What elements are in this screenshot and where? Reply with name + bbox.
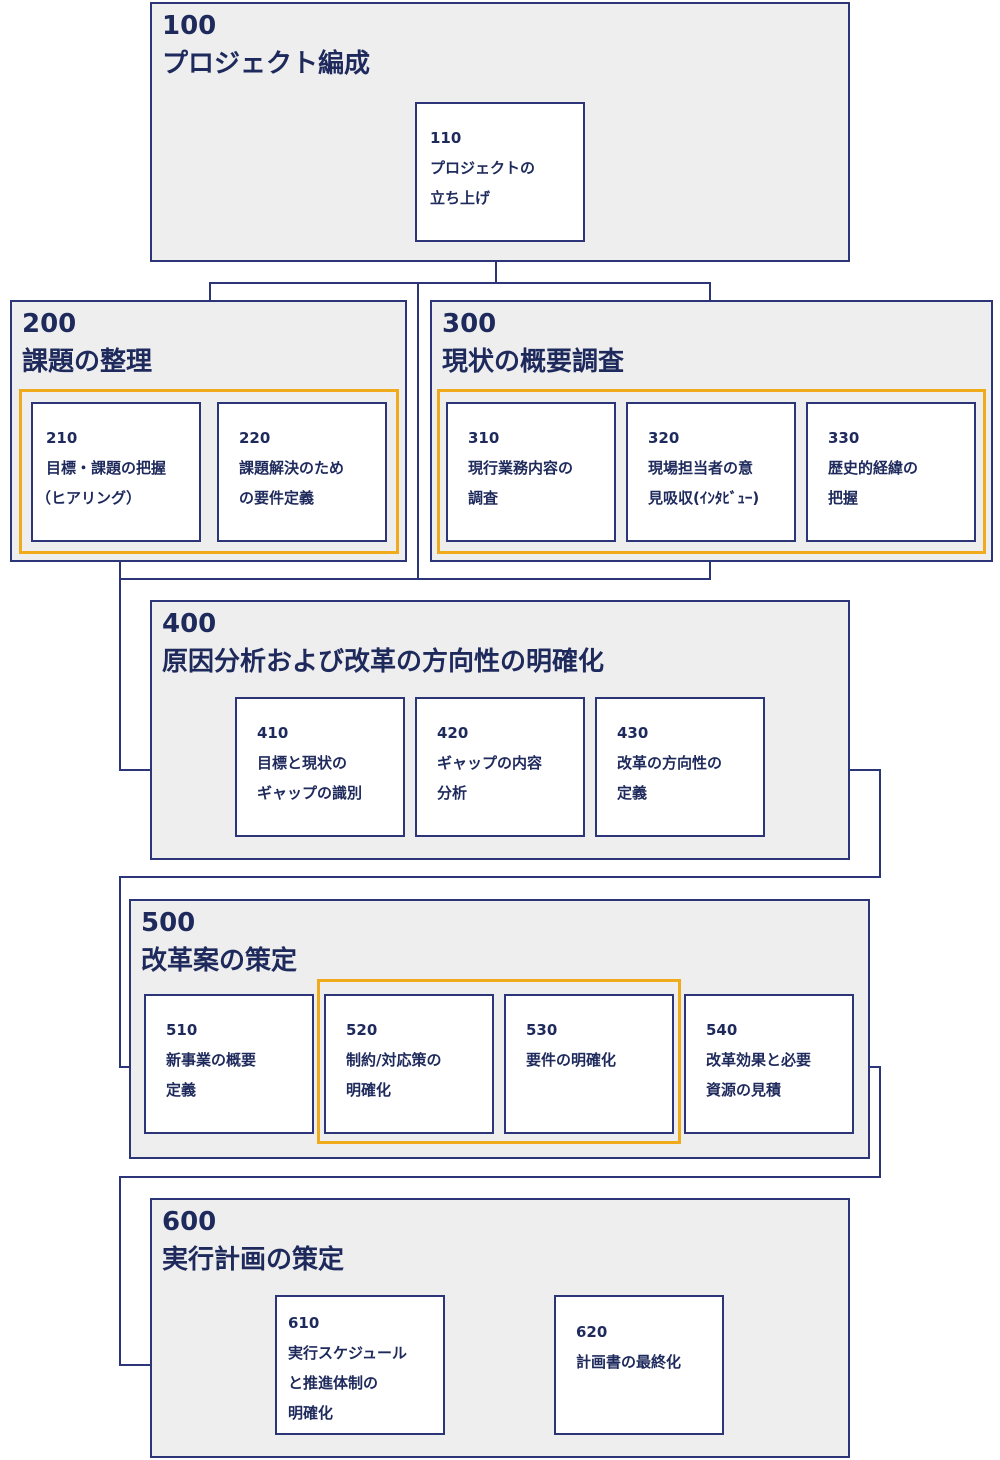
task-label-line: 新事業の概要 (166, 1051, 257, 1069)
task-220-box: 220 課題解決のため の要件定義 (217, 402, 387, 542)
phase-title: 課題の整理 (22, 347, 153, 377)
task-label-line: 明確化 (346, 1081, 392, 1099)
phase-title: 改革案の策定 (141, 946, 298, 976)
phase-number: 200 (22, 309, 77, 339)
task-label-line: 実行スケジュール (288, 1344, 407, 1362)
task-430-box: 430 改革の方向性の 定義 (595, 697, 765, 837)
task-number: 320 (648, 429, 680, 447)
task-label-line: の要件定義 (239, 489, 315, 507)
task-label-line: 課題解決のため (239, 459, 345, 477)
phase-number: 500 (141, 908, 196, 938)
task-number: 530 (526, 1021, 558, 1039)
phase-title: 原因分析および改革の方向性の明確化 (162, 647, 605, 677)
task-540-box: 540 改革効果と必要 資源の見積 (684, 994, 854, 1134)
task-label-line: 歴史的経緯の (828, 459, 919, 477)
phase-number: 600 (162, 1207, 217, 1237)
task-number: 620 (576, 1323, 608, 1341)
connector-110-to-300 (496, 282, 711, 300)
task-number: 610 (288, 1314, 320, 1332)
task-number: 210 (46, 429, 78, 447)
phase-title: 現状の概要調査 (442, 347, 625, 377)
highlight-frame-300 (437, 389, 986, 554)
task-label-line: 把握 (828, 489, 859, 507)
task-330-box: 330 歴史的経緯の 把握 (806, 402, 976, 542)
task-number: 330 (828, 429, 860, 447)
phase-number: 100 (162, 11, 217, 41)
task-label-line: （ヒアリング） (36, 489, 142, 507)
connector-110-to-200-300 (209, 242, 497, 300)
task-520-box: 520 制約/対応策の 明確化 (324, 994, 494, 1134)
highlight-frame-500 (317, 979, 681, 1144)
task-210-box: 210 目標・課題の把握 （ヒアリング） (31, 402, 201, 542)
connector-200-to-410 (119, 562, 711, 580)
task-label-line: 明確化 (288, 1404, 334, 1422)
task-label-line: 改革効果と必要 (706, 1051, 812, 1069)
task-310-box: 310 現行業務内容の 調査 (446, 402, 616, 542)
phase-600-panel: 600 実行計画の策定 (150, 1198, 850, 1458)
task-label-line: 制約/対応策の (346, 1051, 442, 1069)
task-label-line: と推進体制の (288, 1374, 379, 1392)
task-label-line: 目標と現状の (257, 754, 348, 772)
phase-title: プロジェクト編成 (162, 49, 371, 79)
task-number: 430 (617, 724, 649, 742)
task-620-box: 620 計画書の最終化 (554, 1295, 724, 1435)
task-label-line: 立ち上げ (430, 189, 491, 207)
task-label-line: 定義 (617, 784, 648, 802)
task-label-line: 分析 (437, 784, 468, 802)
task-label-line: 資源の見積 (706, 1081, 782, 1099)
task-number: 220 (239, 429, 271, 447)
task-label-line: 調査 (468, 489, 499, 507)
task-label-line: 目標・課題の把握 (46, 459, 167, 477)
connector-540-to-610 (119, 1066, 881, 1366)
task-420-box: 420 ギャップの内容 分析 (415, 697, 585, 837)
task-number: 410 (257, 724, 289, 742)
task-label-line: 改革の方向性の (617, 754, 723, 772)
task-number: 310 (468, 429, 500, 447)
task-410-box: 410 目標と現状の ギャップの識別 (235, 697, 405, 837)
task-number: 420 (437, 724, 469, 742)
task-320-box: 320 現場担当者の意 見吸収(ｲﾝﾀﾋﾞｭｰ) (626, 402, 796, 542)
task-label-line: プロジェクトの (430, 159, 536, 177)
task-label-line: 現場担当者の意 (648, 459, 754, 477)
task-110-box: 110 プロジェクトの 立ち上げ (415, 102, 585, 242)
task-number: 110 (430, 129, 462, 147)
phase-number: 400 (162, 609, 217, 639)
highlight-frame-200 (19, 389, 399, 554)
task-530-box: 530 要件の明確化 (504, 994, 674, 1134)
task-number: 540 (706, 1021, 738, 1039)
phase-number: 300 (442, 309, 497, 339)
task-510-box: 510 新事業の概要 定義 (144, 994, 314, 1134)
task-number: 520 (346, 1021, 378, 1039)
task-label-line: 計画書の最終化 (576, 1353, 682, 1371)
task-label-line: ギャップの内容 (437, 754, 543, 772)
task-label-line: ギャップの識別 (257, 784, 363, 802)
task-label-line: 現行業務内容の (468, 459, 574, 477)
task-number: 510 (166, 1021, 198, 1039)
task-610-box: 610 実行スケジュール と推進体制の 明確化 (275, 1295, 445, 1435)
task-label-line: 要件の明確化 (526, 1051, 617, 1069)
connector-430-to-510 (119, 769, 881, 1068)
phase-title: 実行計画の策定 (162, 1245, 345, 1275)
task-label-line: 見吸収(ｲﾝﾀﾋﾞｭｰ) (648, 489, 760, 507)
task-label-line: 定義 (166, 1081, 197, 1099)
